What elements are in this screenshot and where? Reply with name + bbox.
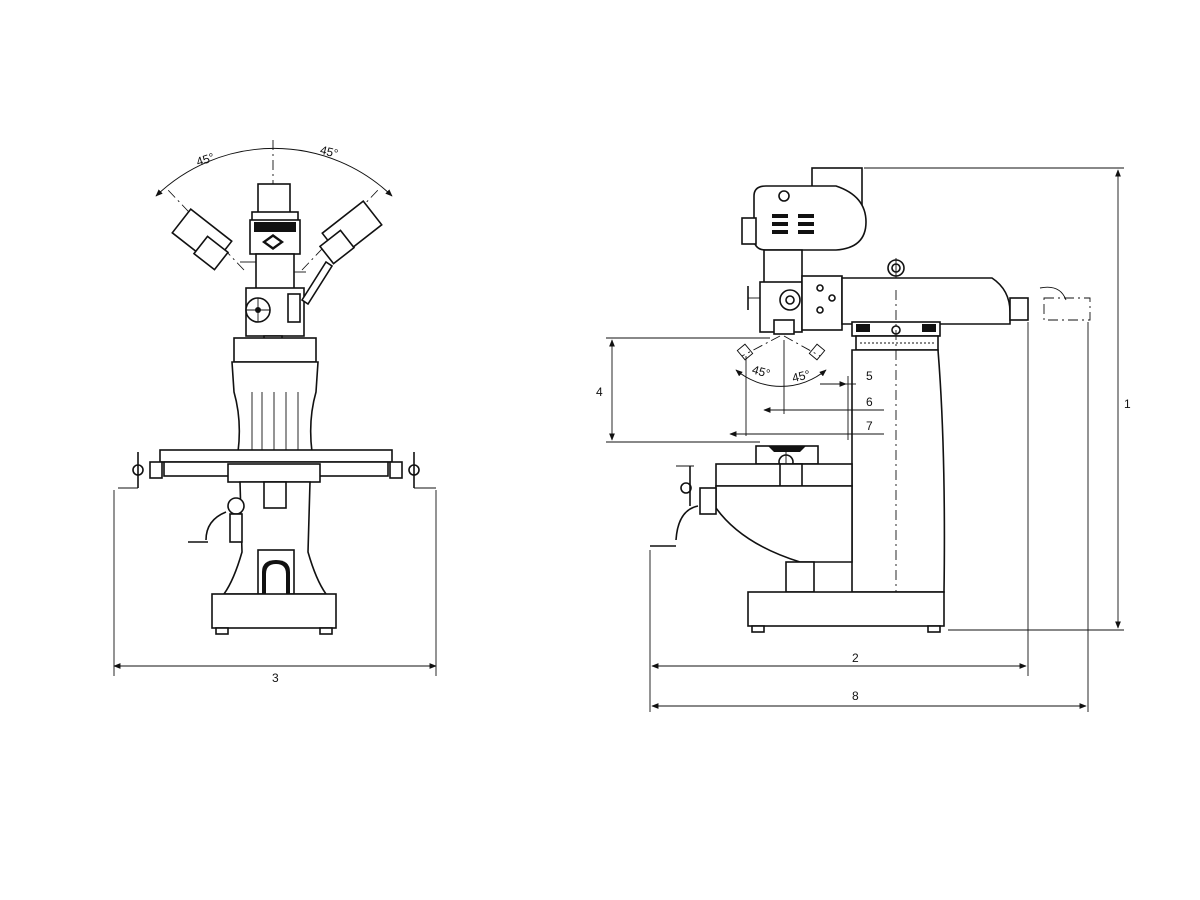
side-knee (650, 465, 853, 593)
side-base (747, 591, 945, 633)
side-dim-5-label: 5 (866, 369, 873, 383)
side-dim-2-label: 2 (852, 651, 859, 665)
side-dim-8-label: 8 (852, 689, 859, 703)
front-knee (188, 481, 328, 595)
side-swivel-arc (735, 369, 827, 387)
side-motor (741, 167, 867, 251)
front-view: 45° 45° (113, 140, 437, 685)
side-dim-7-label: 7 (866, 419, 873, 433)
side-dim-4-label: 4 (596, 385, 603, 399)
front-tilted-motor-left (171, 208, 233, 271)
side-dim-6-label: 6 (866, 395, 873, 409)
side-angle-right: 45° (791, 367, 812, 385)
front-table (118, 449, 436, 489)
front-angle-left: 45° (195, 150, 217, 169)
front-swivel-arc (155, 148, 393, 197)
front-base (211, 593, 337, 635)
side-turret (851, 321, 941, 351)
front-angle-right: 45° (319, 143, 340, 161)
side-angle-left: 45° (750, 363, 771, 382)
side-dim-1-label: 1 (1124, 397, 1131, 411)
side-table (715, 445, 853, 487)
front-head (240, 183, 334, 351)
front-column (231, 337, 319, 453)
side-head (747, 249, 803, 335)
front-width-label: 3 (272, 671, 279, 685)
front-tilted-motor-right (318, 200, 383, 265)
side-column (851, 290, 946, 620)
side-view: 45° 45° (596, 167, 1131, 712)
side-ram (801, 258, 1091, 331)
